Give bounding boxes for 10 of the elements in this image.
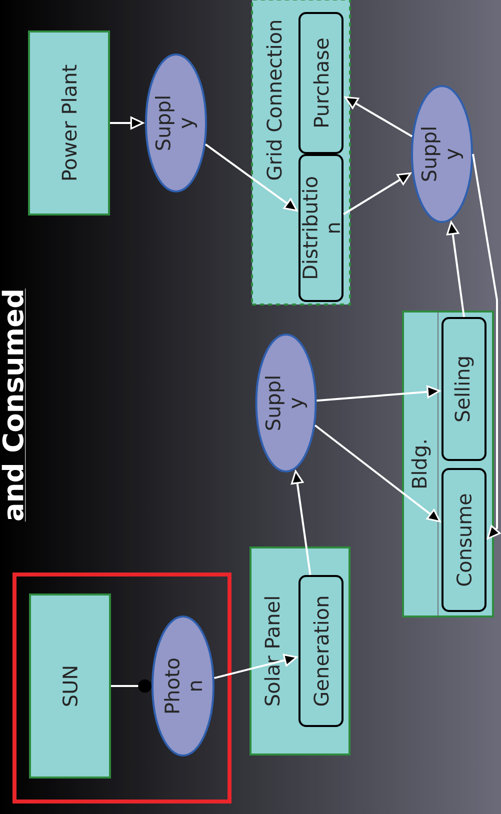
rounded-box: Purchase	[298, 12, 344, 154]
title: and Consumed	[2, 288, 26, 522]
process-box: Power Plant	[28, 30, 110, 216]
highlight-frame	[12, 572, 232, 804]
rounded-box: Consume	[442, 468, 486, 612]
rounded-box: Generation	[298, 575, 344, 727]
arrow	[111, 679, 152, 693]
rounded-box: Selling	[442, 317, 486, 461]
process-box: SUN	[29, 594, 111, 778]
rounded-box: Distributio n	[298, 154, 344, 302]
